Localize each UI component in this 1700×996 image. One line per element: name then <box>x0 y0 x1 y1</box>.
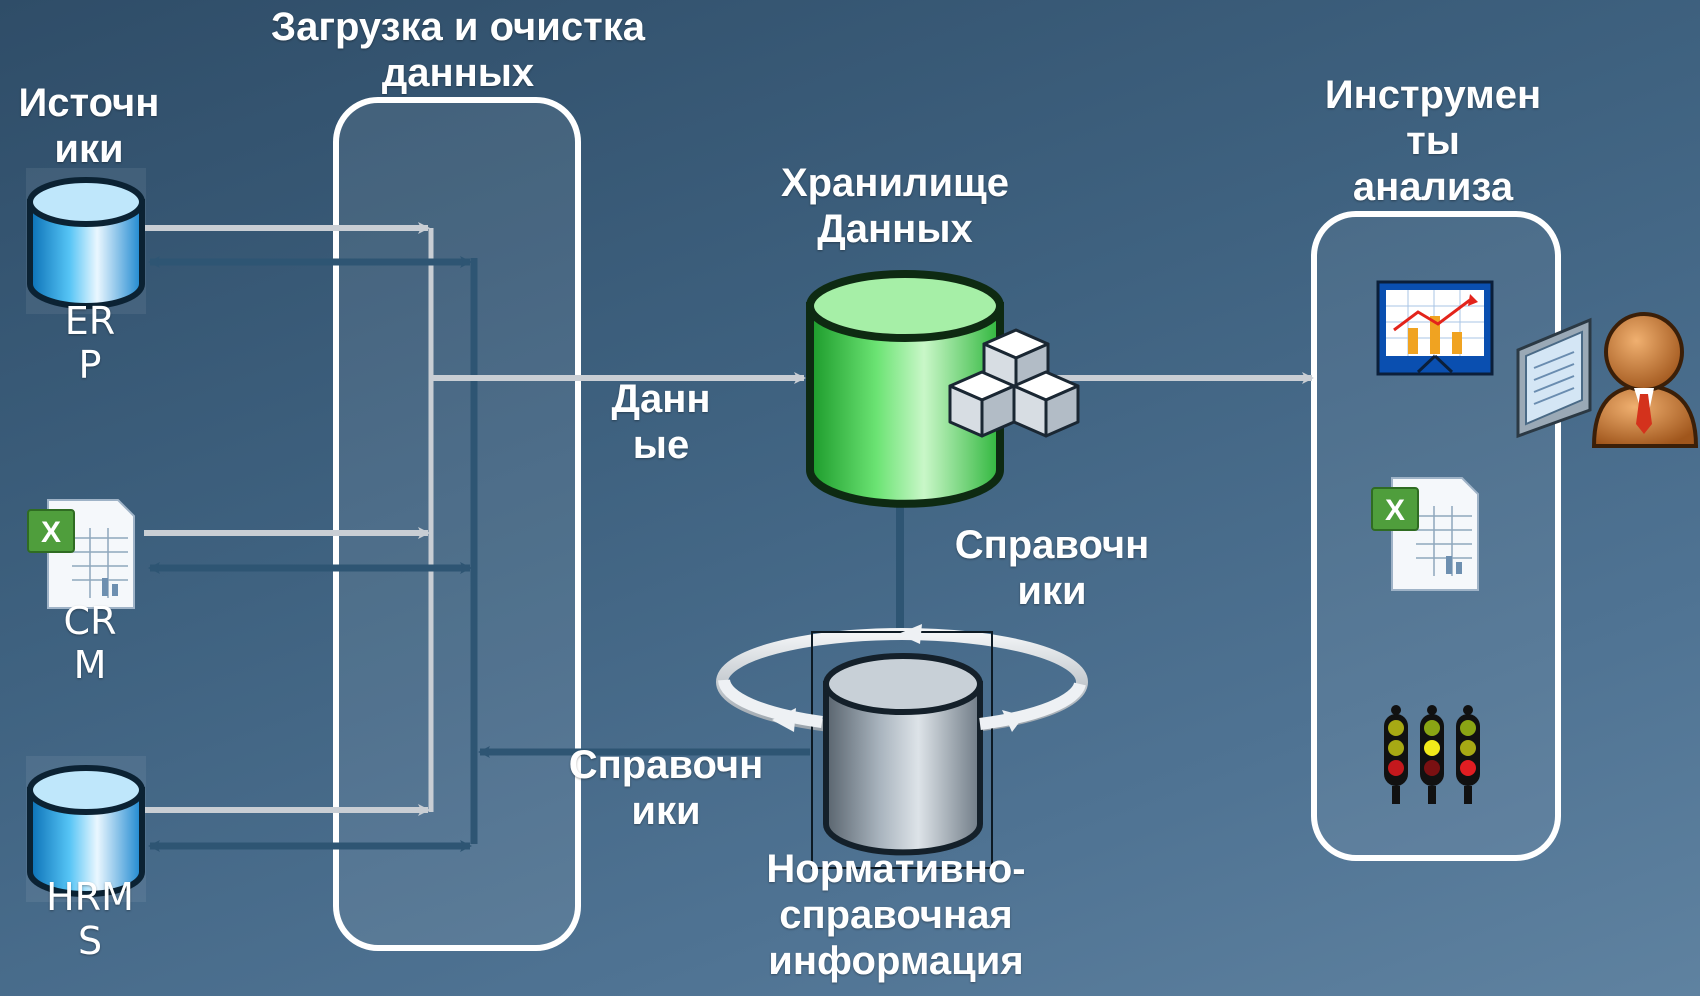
dwh-database-icon <box>806 270 1004 508</box>
dwh-heading: Хранилище Данных <box>780 161 1010 251</box>
sources-heading: Источн ики <box>18 81 160 171</box>
svg-text:X: X <box>1385 494 1405 527</box>
database-icon <box>26 168 146 314</box>
cube-icon <box>948 328 1080 438</box>
etl-panel <box>333 97 581 951</box>
ref-up-label: Справочн ики <box>954 523 1150 613</box>
mdm-label: Нормативно- справочная информация <box>766 847 1026 983</box>
database-icon <box>26 756 146 902</box>
etl-heading: Загрузка и очистка данных <box>271 5 645 95</box>
source-label-hrms: HRM S <box>46 875 134 963</box>
tools-heading: Инструмен ты анализа <box>1324 73 1542 209</box>
source-label-crm: CR M <box>63 599 117 687</box>
excel-icon: X <box>1371 477 1479 591</box>
excel-icon: X <box>27 499 135 609</box>
user-icon <box>1516 312 1699 448</box>
ref-left-label: Справочн ики <box>568 743 764 833</box>
source-label-erp: ER P <box>64 299 116 387</box>
data-arrow-label: Данн ые <box>611 377 711 467</box>
traffic-light-icon <box>1384 705 1480 804</box>
mdm-database-icon <box>716 624 1088 869</box>
chart-board-icon <box>1376 280 1494 376</box>
svg-text:X: X <box>41 516 61 549</box>
